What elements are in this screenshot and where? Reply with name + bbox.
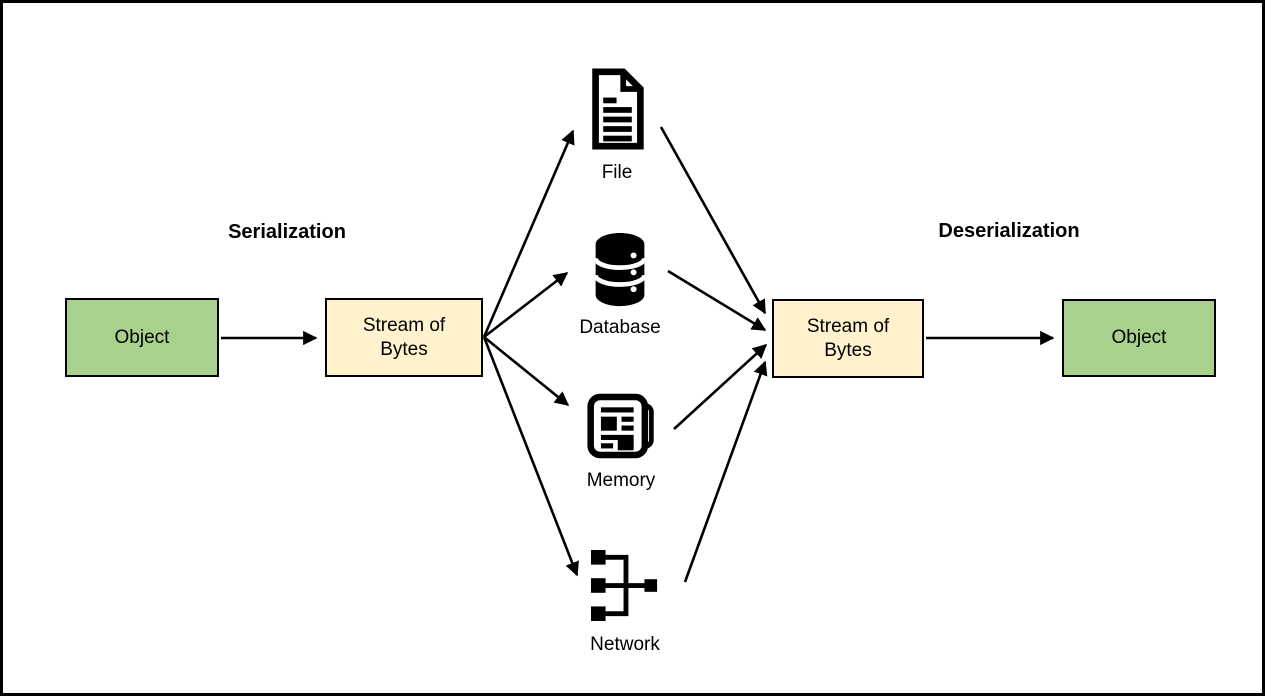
node-stream-of-bytes-left: Stream of Bytes [325, 298, 483, 377]
database-label: Database [579, 317, 661, 338]
medium-file: File [547, 66, 687, 184]
node-object-right: Object [1062, 299, 1216, 377]
network-label: Network [590, 634, 660, 655]
arrow-database-to-stream [667, 269, 767, 332]
deserialization-label: Deserialization [938, 220, 1080, 242]
memory-label: Memory [586, 470, 656, 491]
serialization-label: Serialization [228, 221, 346, 243]
memory-newspaper-icon [586, 392, 657, 465]
arrow-stream-to-memory [483, 335, 570, 407]
node-stream-right-label: Stream of Bytes [806, 315, 890, 361]
arrow-network-to-stream [683, 360, 768, 583]
network-icon [590, 548, 660, 629]
arrow-file-to-stream [659, 126, 767, 315]
medium-network: Network [555, 548, 695, 656]
node-object-right-label: Object [1111, 327, 1167, 348]
node-object-left: Object [65, 298, 219, 377]
medium-database: Database [550, 232, 690, 339]
arrow-memory-to-stream [673, 344, 768, 430]
file-label: File [601, 162, 633, 183]
arrow-stream-to-file [482, 129, 575, 338]
file-document-icon [587, 66, 648, 157]
arrow-stream-to-database [483, 271, 569, 339]
arrow-stream-to-network [482, 336, 579, 577]
node-object-left-label: Object [114, 326, 170, 348]
database-icon [589, 232, 651, 312]
node-stream-left-label: Stream of Bytes [362, 314, 446, 360]
node-stream-of-bytes-right: Stream of Bytes [772, 299, 924, 378]
medium-memory: Memory [551, 392, 691, 492]
